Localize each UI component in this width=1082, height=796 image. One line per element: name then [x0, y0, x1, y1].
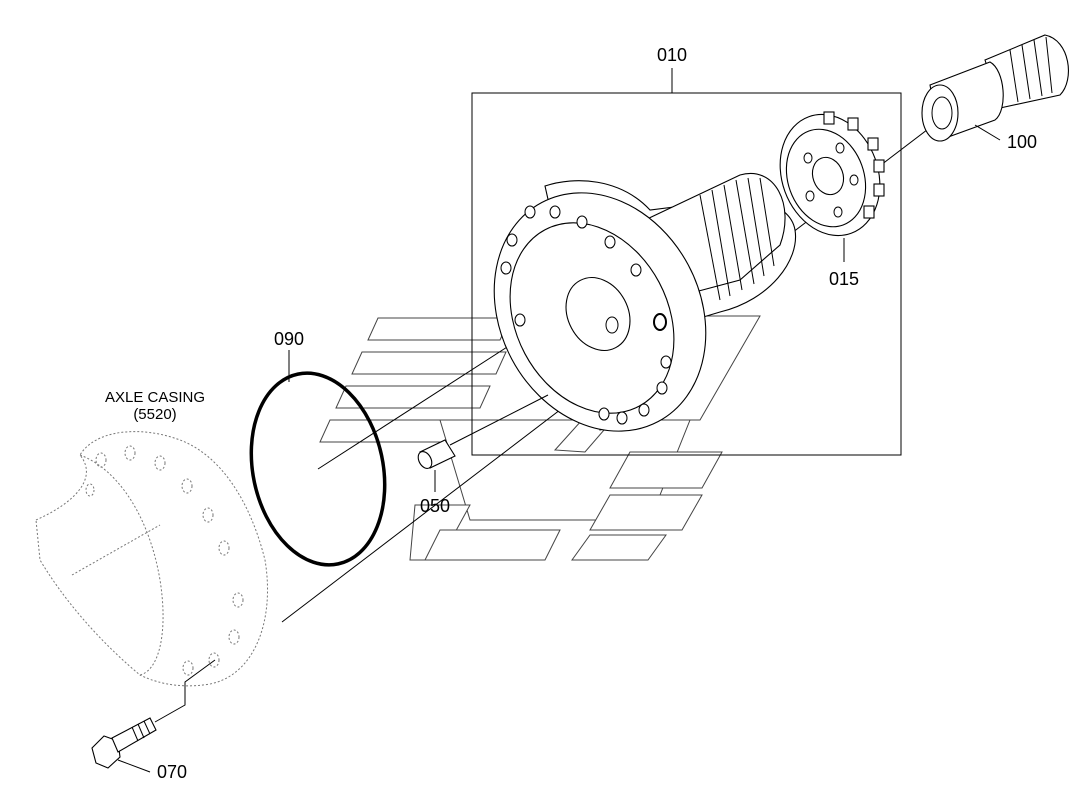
label-070: 070	[157, 762, 187, 782]
axle-casing	[35, 431, 269, 687]
plug	[417, 394, 549, 469]
assembly-box	[471, 92, 902, 456]
bolt	[91, 717, 157, 769]
axle-casing-label-line1: AXLE CASING	[105, 389, 205, 406]
watermark-logo	[319, 315, 761, 561]
label-010: 010	[657, 45, 687, 65]
label-100: 100	[1007, 132, 1037, 152]
o-ring	[249, 371, 387, 567]
ring-gear	[779, 111, 885, 237]
drive-shaft	[921, 34, 1069, 142]
leader-070	[117, 759, 151, 773]
hub-housing	[493, 172, 797, 432]
leader-100	[974, 124, 1001, 141]
label-015: 015	[829, 269, 859, 289]
label-090: 090	[274, 329, 304, 349]
axle-casing-label-line2: (5520)	[133, 406, 176, 423]
bolt-axis-line	[154, 659, 216, 723]
label-050: 050	[420, 496, 450, 516]
